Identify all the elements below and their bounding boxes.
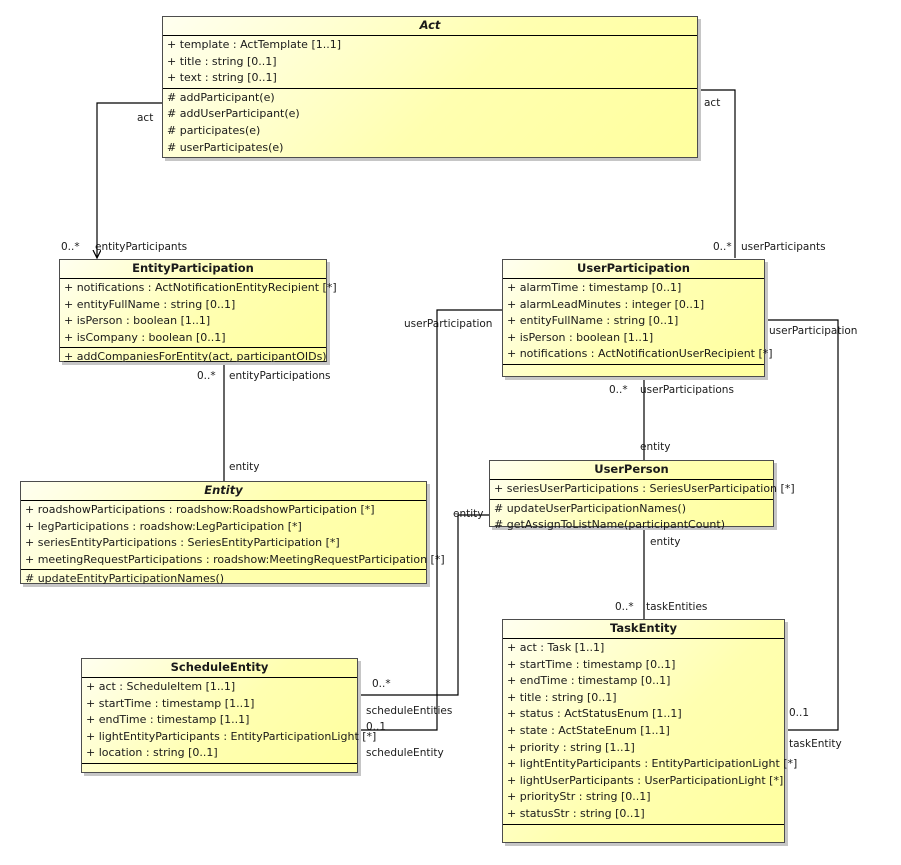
attribute-row: + notifications : ActNotificationEntityR… [64,281,337,294]
attribute-row: + template : ActTemplate [1..1] [167,38,342,51]
attribute-row: + priority : string [1..1] [507,740,635,754]
edge-label-entityParticipants-mult: 0..* [61,241,80,253]
attribute-row: + lightUserParticipants : UserParticipat… [507,773,784,787]
operation-row: # userParticipates(e) [167,140,284,154]
attribute-compartment-userPerson: + seriesUserParticipations : SeriesUserP… [490,480,795,499]
attribute-compartment-entityParticipation: + notifications : ActNotificationEntityR… [60,279,337,347]
class-box-userPerson[interactable]: UserPerson + seriesUserParticipations : S… [489,460,795,531]
class-title-act: Act [163,17,697,36]
edge-label-entityParticipations-mult: 0..* [197,370,216,382]
operation-compartment-entityParticipation: + addCompaniesForEntity(act, participant… [60,347,327,367]
static-operation-row: + addCompaniesForEntity(act, participant… [64,350,327,364]
class-box-taskEntity[interactable]: TaskEntity + act : Task [1..1] + startTime… [502,619,798,843]
edge-label-entityParticipants-role: entityParticipants [95,241,188,253]
edge-label-scheduleEntity-mult: 0..1 [366,721,387,733]
association-act-entityParticipation [97,102,162,257]
attribute-row: + location : string [0..1] [86,746,218,760]
class-box-entityParticipation[interactable]: EntityParticipation + notifications : Act… [59,259,337,363]
attribute-row: + seriesEntityParticipations : SeriesEnt… [25,536,340,550]
class-title-userPerson: UserPerson [490,461,773,480]
attribute-row: + entityFullName : string [0..1] [64,297,236,311]
edge-label-act-left-role: act [137,112,154,124]
edge-label-taskEntities-mult: 0..* [615,601,634,613]
empty-compartment-scheduleEntity [82,762,357,776]
operation-compartment-userPerson: # updateUserParticipationNames() # getAss… [490,498,773,535]
operation-row: # updateEntityParticipationNames() [25,572,225,586]
attribute-row: + endTime : timestamp [1..1] [86,713,250,727]
operation-row: # participates(e) [167,123,261,137]
edge-label-taskEntities-role: taskEntities [646,601,708,613]
edge-label-scheduleEntities-role: scheduleEntities [366,705,453,717]
edge-label-taskEntity-mult: 0..1 [789,707,810,719]
attribute-compartment-entity: + roadshowParticipations : roadshow:Road… [21,501,445,569]
attribute-row: + status : ActStatusEnum [1..1] [507,707,682,721]
edge-label-entity-role-userperson: entity [640,441,671,453]
attribute-row: + endTime : timestamp [0..1] [507,674,671,688]
attribute-row: + entityFullName : string [0..1] [507,314,679,328]
attribute-row: + act : Task [1..1] [507,641,605,654]
operation-row: # addUserParticipant(e) [167,107,300,121]
edge-label-userParticipations-mult: 0..* [609,384,628,396]
attribute-row: + startTime : timestamp [0..1] [507,657,676,671]
attribute-row: + isPerson : boolean [1..1] [507,330,654,344]
attribute-row: + act : ScheduleItem [1..1] [86,680,236,693]
operation-row: # updateUserParticipationNames() [494,501,686,515]
attribute-row: + legParticipations : roadshow:LegPartic… [25,519,302,533]
edge-label-userParticipations-role: userParticipations [640,384,734,396]
class-title-entity: Entity [21,482,426,501]
edge-label-taskEntity-role: taskEntity [789,738,842,750]
attribute-compartment-act: + template : ActTemplate [1..1] + title :… [163,36,697,88]
attribute-row: + state : ActStateEnum [1..1] [507,723,670,737]
attribute-row: + notifications : ActNotificationUserRec… [507,347,773,361]
operation-compartment-entity: # updateEntityParticipationNames() [21,569,426,589]
attribute-row: + seriesUserParticipations : SeriesUserP… [494,482,795,495]
edge-label-entityParticipations-role: entityParticipations [229,370,331,382]
edge-label-scheduleEntities-mult: 0..* [372,678,391,690]
attribute-row: + isPerson : boolean [1..1] [64,314,211,328]
edge-label-entity-role-taskentity: entity [650,536,681,548]
class-box-act[interactable]: Act + template : ActTemplate [1..1] + titl… [162,16,698,158]
attribute-row: + text : string [0..1] [167,71,277,85]
attribute-row: + statusStr : string [0..1] [507,806,645,820]
edge-label-scheduleEntity-role: scheduleEntity [366,747,444,759]
attribute-row: + isCompany : boolean [0..1] [64,330,226,344]
attribute-row: + lightEntityParticipants : EntityPartic… [507,757,798,771]
attribute-row: + lightEntityParticipants : EntityPartic… [86,729,377,743]
class-title-entityParticipation: EntityParticipation [60,260,326,279]
edge-label-userParticipants-mult: 0..* [713,241,732,253]
class-box-entity[interactable]: Entity + roadshowParticipations : roadsho… [20,481,445,585]
attribute-row: + alarmLeadMinutes : integer [0..1] [507,297,705,311]
edge-label-userParticipation-right: userParticipation [769,325,858,337]
class-box-userParticipation[interactable]: UserParticipation+ alarmTime : timestamp… [502,259,773,377]
association-act-userParticipation [699,89,736,258]
class-box-scheduleEntity[interactable]: ScheduleEntity+ act : ScheduleItem [1..1… [81,658,377,776]
edge-label-userParticipation-mid: userParticipation [404,318,493,330]
attribute-row: + roadshowParticipations : roadshow:Road… [25,503,375,516]
attribute-row: + title : string [0..1] [507,690,617,704]
class-title-scheduleEntity: ScheduleEntity [82,659,357,678]
class-title-taskEntity: TaskEntity [503,620,784,639]
edge-label-act-right-role: act [704,97,721,109]
empty-compartment-userParticipation [503,363,764,377]
attribute-row: + meetingRequestParticipations : roadsho… [25,552,445,566]
operation-compartment-act: # addParticipant(e) # addUserParticipant(… [163,87,697,157]
attribute-compartment-userParticipation: + alarmTime : timestamp [0..1] + alarmLea… [503,279,773,364]
attribute-compartment-scheduleEntity: + act : ScheduleItem [1..1] + startTime :… [82,678,377,763]
attribute-row: + alarmTime : timestamp [0..1] [507,281,682,294]
attribute-row: + priorityStr : string [0..1] [507,790,651,804]
attribute-row: + title : string [0..1] [167,54,277,68]
class-title-userParticipation: UserParticipation [503,260,764,279]
attribute-compartment-taskEntity: + act : Task [1..1] + startTime : timesta… [503,639,798,824]
operation-row: # getAssignToListName(participantCount) [494,518,726,532]
edge-label-userParticipants-role: userParticipants [741,241,826,253]
edge-label-entity-role-left: entity [229,461,260,473]
attribute-row: + startTime : timestamp [1..1] [86,696,255,710]
operation-row: # addParticipant(e) [167,90,275,104]
empty-compartment-taskEntity [503,823,784,837]
edge-label-entity-role-mid: entity [453,508,484,520]
